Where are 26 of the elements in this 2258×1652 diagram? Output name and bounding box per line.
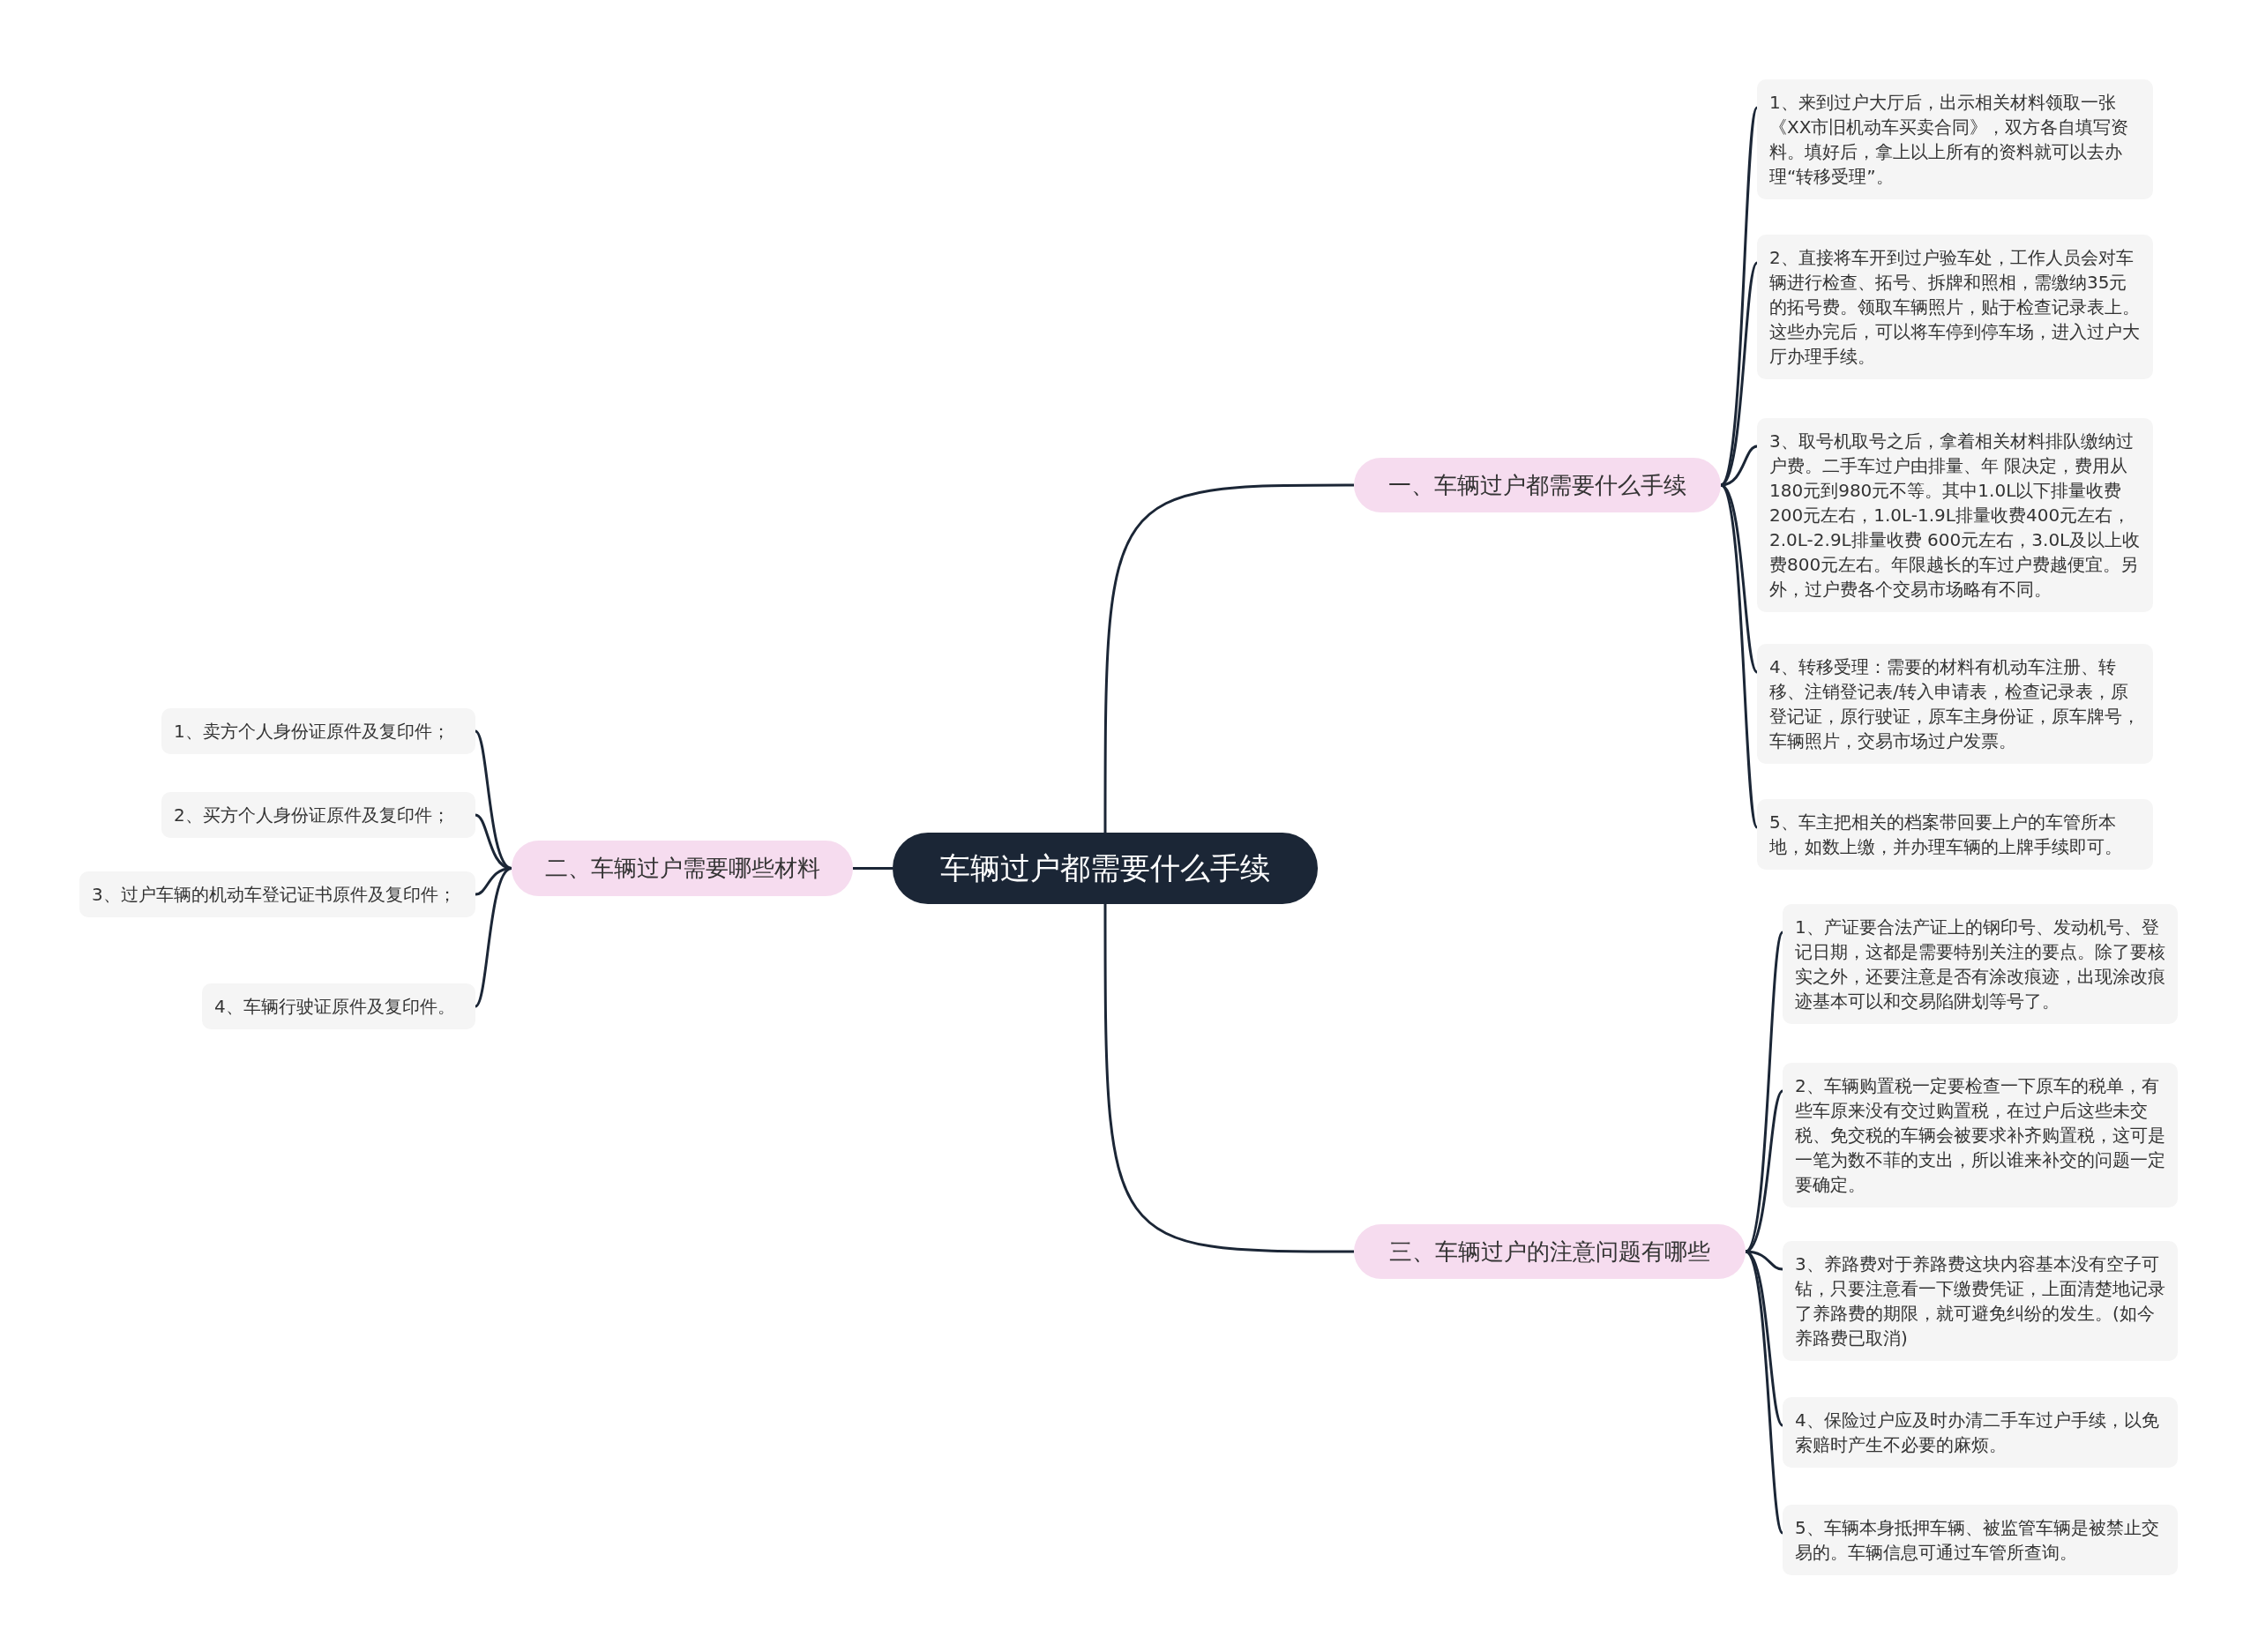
note-card: 4、转移受理：需要的材料有机动车注册、转移、注销登记表/转入申请表，检查记录表，原登记证，原行驶证，原车主身份证，原车牌号，车辆照片，交易市场过户发票。 [1757, 644, 2153, 764]
connector-line [1103, 904, 1354, 1253]
note-card: 3、过户车辆的机动车登记证书原件及复印件； [79, 871, 475, 917]
note-card: 4、保险过户应及时办清二手车过户手续，以免索赔时产生不必要的麻烦。 [1783, 1397, 2178, 1468]
central-topic: 车辆过户都需要什么手续 [893, 833, 1318, 904]
topic-pill: 一、车辆过户都需要什么手续 [1354, 458, 1721, 512]
note-card: 1、卖方个人身份证原件及复印件； [161, 708, 475, 754]
connector-line [853, 867, 893, 870]
note-card: 2、车辆购置税一定要检查一下原车的税单，有些车原来没有交过购置税，在过户后这些未交税、免交税的车辆会被要求补齐购置税，这可是一笔为数不菲的支出，所以谁来补交的问题一定要确定。 [1783, 1063, 2178, 1207]
note-card: 2、直接将车开到过户验车处，工作人员会对车辆进行检查、拓号、拆牌和照相，需缴纳35元的拓号费。领取车辆照片，贴于检查记录表上。这些办完后，可以将车停到停车场，进入过户大厅办理手续。 [1757, 235, 2153, 379]
connector-line [1719, 484, 1759, 828]
note-card: 1、来到过户大厅后，出示相关材料领取一张《XX市旧机动车买卖合同》，双方各自填写资料。填好后，拿上以上所有的资料就可以去办理“转移受理”。 [1757, 79, 2153, 199]
note-card: 2、买方个人身份证原件及复印件； [161, 792, 475, 838]
note-card: 3、取号机取号之后，拿着相关材料排队缴纳过户费。二手车过户由排量、年 限决定，费用从180元到980元不等。其中1.0L以下排量收费200元左右，1.0L-1.9L排量收费400元左右，2.0L-2.9L排量收费 600元左右，3.0L及以上收费800元左右。年限越长的车过户费越便宜。另外，过户费各个交易市场略有不同。 [1757, 418, 2153, 612]
connector-line [1103, 483, 1354, 833]
topic-pill: 三、车辆过户的注意问题有哪些 [1354, 1224, 1746, 1279]
note-card: 4、车辆行驶证原件及复印件。 [202, 983, 475, 1029]
connector-line [475, 867, 512, 1008]
connector-line [475, 729, 512, 870]
connector-line [1744, 1250, 1784, 1534]
connector-line [1745, 1089, 1784, 1253]
note-card: 3、养路费对于养路费这块内容基本没有空子可钻，只要注意看一下缴费凭证，上面清楚地记录了养路费的期限，就可避免纠纷的发生。(如今养路费已取消) [1783, 1241, 2178, 1361]
note-card: 1、产证要合法产证上的钢印号、发动机号、登记日期，这都是需要特别关注的要点。除了要核实之外，还要注意是否有涂改痕迹，出现涂改痕迹基本可以和交易陷阱划等号了。 [1783, 904, 2178, 1024]
topic-pill: 二、车辆过户需要哪些材料 [512, 841, 853, 896]
note-card: 5、车主把相关的档案带回要上户的车管所本地，如数上缴，并办理车辆的上牌手续即可。 [1757, 799, 2153, 870]
note-card: 5、车辆本身抵押车辆、被监管车辆是被禁止交易的。车辆信息可通过车管所查询。 [1783, 1505, 2178, 1575]
